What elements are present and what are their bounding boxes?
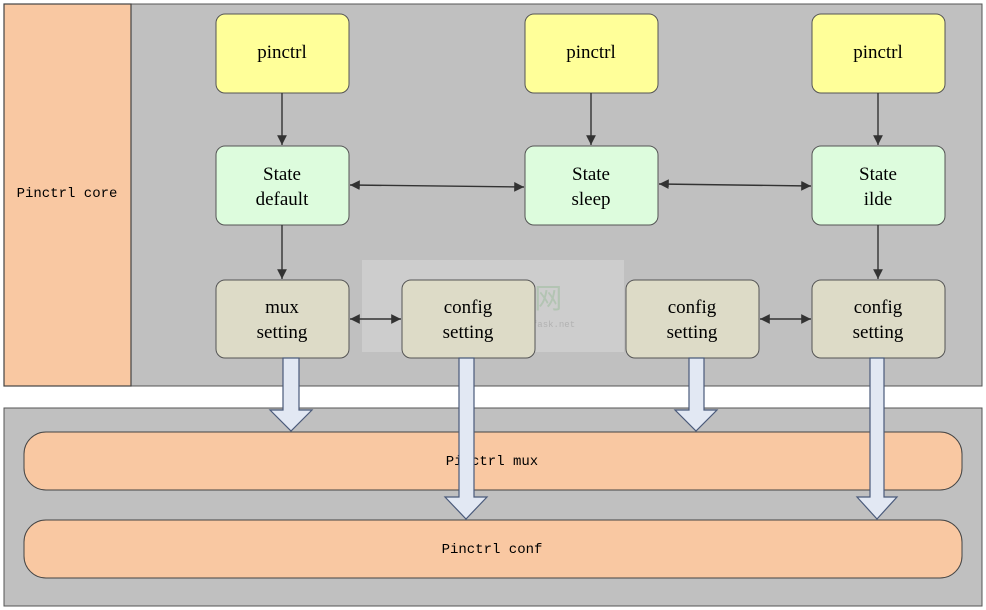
pinctrl-mux-bar: Pinctrl mux [23, 431, 963, 491]
core-label-box [3, 3, 132, 387]
pinctrl-node: pinctrl [524, 13, 659, 94]
state-node: State ilde [811, 145, 946, 226]
block-arrow-mux-to-pinctrl-mux [268, 357, 314, 432]
pinctrl-node: pinctrl [811, 13, 946, 94]
state-line2: default [256, 189, 309, 210]
setting-line1: mux [265, 297, 299, 318]
setting-line1: config [444, 297, 493, 318]
core-label: Pinctrl core [17, 186, 118, 202]
setting-node: config setting [811, 279, 946, 359]
setting-line1: config [668, 297, 717, 318]
pinctrl-label: pinctrl [566, 42, 616, 63]
pinctrl-conf-bar: Pinctrl conf [23, 519, 963, 579]
state-line1: State [263, 164, 301, 185]
state-line1: State [572, 164, 610, 185]
pinctrl-label: pinctrl [853, 42, 903, 63]
setting-line2: setting [257, 322, 308, 343]
state-line2: ilde [864, 189, 893, 210]
setting-line2: setting [443, 322, 494, 343]
state-line1: State [859, 164, 897, 185]
setting-node: config setting [401, 279, 536, 359]
arrow-sleep-idle [658, 179, 812, 191]
pinctrl-conf-label: Pinctrl conf [442, 542, 543, 558]
arrow-default-sleep [349, 180, 525, 192]
state-line2: sleep [571, 189, 610, 210]
setting-line2: setting [853, 322, 904, 343]
state-node: State default [215, 145, 350, 226]
setting-node: config setting [625, 279, 760, 359]
pinctrl-node: pinctrl [215, 13, 350, 94]
watermark-sub: www.ofask.net [505, 320, 575, 330]
block-arrow-config-to-pinctrl-mux [673, 357, 719, 432]
setting-line2: setting [667, 322, 718, 343]
setting-node: mux setting [215, 279, 350, 359]
pinctrl-label: pinctrl [257, 42, 307, 63]
setting-line1: config [854, 297, 903, 318]
block-arrow-config-to-pinctrl-conf [443, 357, 489, 520]
block-arrow-config-to-pinctrl-conf-right [855, 357, 899, 520]
state-node: State sleep [524, 145, 659, 226]
